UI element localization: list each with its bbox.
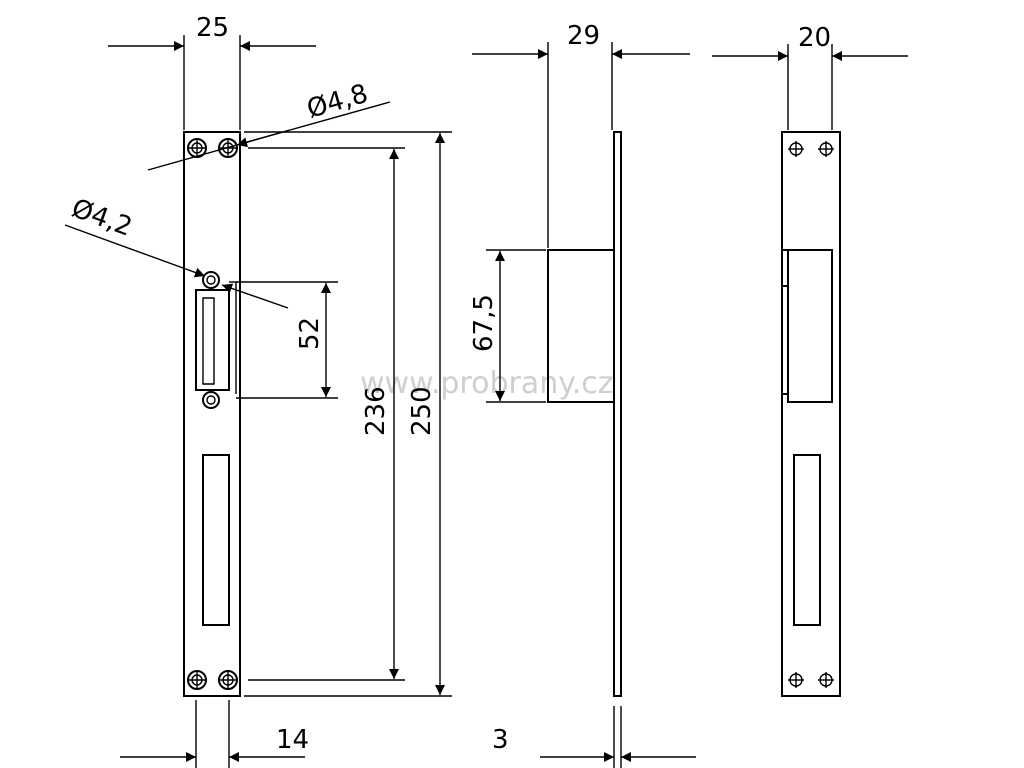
mounting-hole <box>187 670 207 690</box>
mounting-hole <box>818 672 834 688</box>
latch-body-side <box>547 249 615 403</box>
dim-hole-large: Ø4,8 <box>304 79 372 125</box>
rear-view: 20 <box>712 23 908 697</box>
mounting-hole <box>788 141 804 157</box>
dim-width-front: 25 <box>196 13 229 43</box>
dim-bottom-width: 14 <box>276 725 309 755</box>
dim-hole-small: Ø4,2 <box>68 193 136 242</box>
mounting-hole <box>788 672 804 688</box>
dim-depth: 29 <box>567 21 600 51</box>
dim-latch-height: 67,5 <box>469 294 499 352</box>
mounting-hole <box>187 138 207 158</box>
lower-slot <box>202 454 230 626</box>
mounting-hole <box>818 141 834 157</box>
mounting-hole <box>202 391 220 409</box>
mounting-hole <box>202 271 220 289</box>
dim-length: 250 <box>407 386 437 436</box>
mounting-hole <box>218 670 238 690</box>
latch-inner <box>202 297 215 385</box>
dim-thickness: 3 <box>492 725 509 755</box>
latch-opening <box>195 289 230 391</box>
dim-hole-spacing: 236 <box>361 386 391 436</box>
watermark: www.probrany.cz <box>360 366 614 401</box>
strike-plate-front <box>183 131 241 697</box>
dim-latch: 52 <box>295 317 325 350</box>
plate-edge <box>613 131 622 697</box>
front-view: 25 14 Ø4,8 Ø4,2 52 236 250 <box>64 13 452 768</box>
latch-housing-rear <box>787 249 833 403</box>
dim-width-rear: 20 <box>798 23 831 53</box>
strike-plate-rear <box>781 131 841 697</box>
lower-slot-rear <box>793 454 821 626</box>
side-view: 29 67,5 3 <box>469 21 696 768</box>
